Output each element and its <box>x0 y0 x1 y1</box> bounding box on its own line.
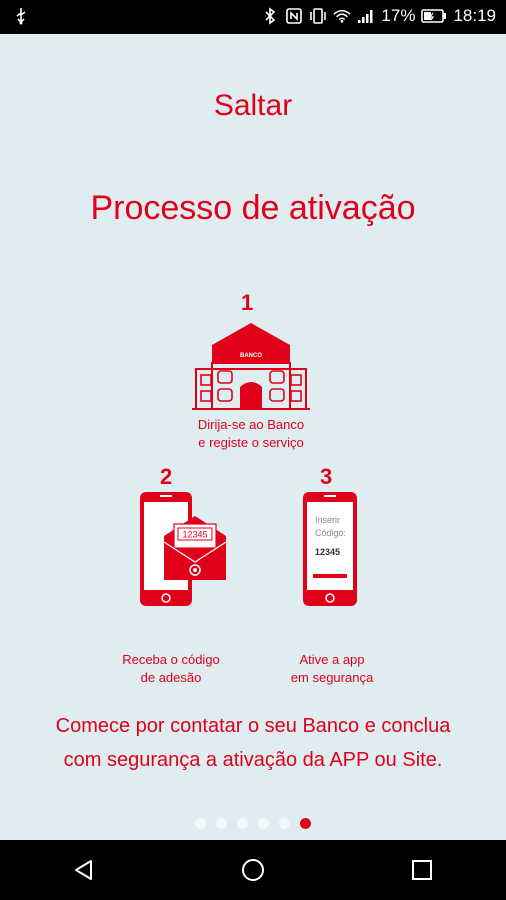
step-1-caption-line2: e registe o serviço <box>198 435 304 450</box>
nfc-icon <box>285 7 303 25</box>
page-dot-1[interactable] <box>195 818 206 829</box>
description-line1: Comece por contatar o seu Banco e conclu… <box>55 715 451 737</box>
step-1-caption: Dirija-se ao Banco e registe o serviço <box>170 416 332 452</box>
status-bar: 17% 18:19 <box>0 0 506 34</box>
envelope-code-text: 12345 <box>182 530 207 540</box>
bluetooth-icon <box>261 7 279 25</box>
step-1-caption-line1: Dirija-se ao Banco <box>197 417 305 432</box>
usb-icon <box>14 7 28 30</box>
page-dot-5[interactable] <box>279 818 290 829</box>
clock: 18:19 <box>453 6 496 25</box>
step-3-caption: Ative a app em segurança <box>262 651 402 687</box>
step-3-caption-line1: Ative a app <box>299 652 365 667</box>
page-indicator <box>0 818 506 829</box>
bank-building-icon: BANCO <box>192 323 310 410</box>
recents-icon[interactable] <box>402 850 442 890</box>
description-line2: com segurança a ativação da APP ou Site. <box>63 749 443 771</box>
step-2-number: 2 <box>160 464 173 489</box>
page-title: Processo de ativação <box>90 189 416 227</box>
page-dot-4[interactable] <box>258 818 269 829</box>
step-2-caption-line2: de adesão <box>140 670 202 685</box>
phone-code-entry-icon: Inserir Código: 12345 <box>303 492 357 606</box>
back-icon[interactable] <box>64 850 104 890</box>
onboarding-page: Saltar Processo de ativação 1 BANCO <box>0 34 506 840</box>
step-2-caption: Receba o código de adesão <box>100 651 242 687</box>
battery-percent: 17% <box>381 6 416 25</box>
home-icon[interactable] <box>233 850 273 890</box>
skip-button[interactable]: Saltar <box>213 89 293 122</box>
description-text: Comece por contatar o seu Banco e conclu… <box>20 709 486 777</box>
screen-label-line2: Código: <box>315 528 346 538</box>
signal-icon <box>357 7 375 25</box>
screen-label-line1: Inserir <box>315 515 340 525</box>
step-3-caption-line2: em segurança <box>290 670 374 685</box>
page-dot-3[interactable] <box>237 818 248 829</box>
vibrate-icon <box>309 7 327 25</box>
step-3-number: 3 <box>320 464 333 489</box>
step-1-number: 1 <box>241 290 254 315</box>
wifi-icon <box>333 7 351 25</box>
page-dot-6-active[interactable] <box>300 818 311 829</box>
step-2-caption-line1: Receba o código <box>122 652 220 667</box>
phone-envelope-icon: 12345 <box>140 492 227 606</box>
battery-icon <box>421 7 447 25</box>
page-dot-2[interactable] <box>216 818 227 829</box>
bank-sign-text: BANCO <box>240 353 262 359</box>
screen-code-text: 12345 <box>315 547 340 557</box>
navigation-bar <box>0 840 506 900</box>
